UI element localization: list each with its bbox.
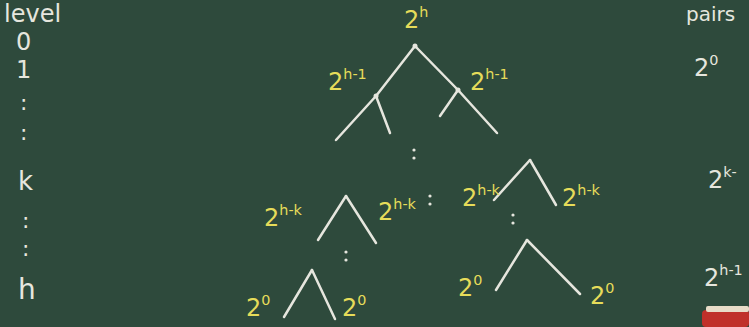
exponent: 0: [709, 52, 718, 68]
node-size: 20: [246, 296, 270, 320]
exponent: h-k: [279, 202, 302, 218]
exponent: h-k: [477, 182, 500, 198]
node-size: 2h: [404, 8, 428, 32]
pair-count: 2h-1: [704, 266, 743, 290]
node-size: 2h-1: [470, 70, 509, 94]
level-number: 1: [16, 58, 31, 82]
pair-count: 20: [694, 56, 718, 80]
exponent: 0: [473, 272, 482, 288]
level-number: 0: [16, 30, 31, 54]
node-size: 2h-1: [328, 70, 367, 94]
node-size: 20: [342, 296, 366, 320]
column-heading: level: [4, 2, 61, 26]
level-number: h: [18, 276, 36, 304]
level-number: k: [18, 168, 33, 194]
exponent: h-k: [393, 196, 416, 212]
node-size: 2h-k: [378, 200, 416, 224]
column-heading: pairs: [686, 4, 735, 24]
exponent: h-1: [485, 66, 508, 82]
node-size: 20: [458, 276, 482, 300]
ellipsis-dots: :: [20, 92, 27, 114]
exponent: h-k: [577, 182, 600, 198]
ellipsis-dots: :: [20, 122, 27, 144]
exponent: h: [419, 4, 428, 20]
exponent: 0: [605, 280, 614, 296]
exponent: k-: [723, 164, 737, 180]
exponent: 0: [261, 292, 270, 308]
ellipsis-dots: :: [22, 238, 29, 260]
node-size: 2h-k: [562, 186, 600, 210]
node-size: 20: [590, 284, 614, 308]
exponent: h-1: [343, 66, 366, 82]
node-size: 2h-k: [264, 206, 302, 230]
ellipsis-dots: :: [22, 210, 29, 232]
pair-count: 2k-: [708, 168, 737, 192]
exponent: 0: [357, 292, 366, 308]
node-size: 2h-k: [462, 186, 500, 210]
exponent: h-1: [719, 262, 742, 278]
